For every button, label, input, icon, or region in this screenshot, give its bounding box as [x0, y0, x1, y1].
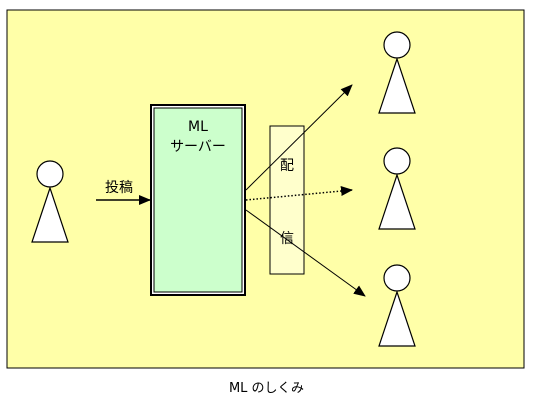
diagram-caption: ML のしくみ: [228, 381, 305, 396]
server-label-line1: ML: [188, 119, 208, 135]
delivery-label-1: 配: [280, 158, 294, 174]
post-label: 投稿: [105, 180, 133, 196]
sender-person-icon: [31, 160, 69, 243]
delivery-arrows: [245, 84, 366, 297]
delivery-box: [269, 125, 305, 275]
recipient-person-icon: [378, 264, 416, 347]
ml-server-box: [150, 104, 246, 296]
recipient-person-icon: [378, 31, 416, 114]
delivery-label-2: 信: [280, 231, 294, 247]
delivery-arrow-middle: [245, 186, 353, 201]
recipient-person-icon: [378, 147, 416, 230]
delivery-arrow-bottom: [245, 209, 366, 297]
diagram-background: [6, 9, 525, 369]
delivery-arrow-top: [245, 84, 353, 191]
server-label-line2: サーバー: [170, 139, 226, 155]
